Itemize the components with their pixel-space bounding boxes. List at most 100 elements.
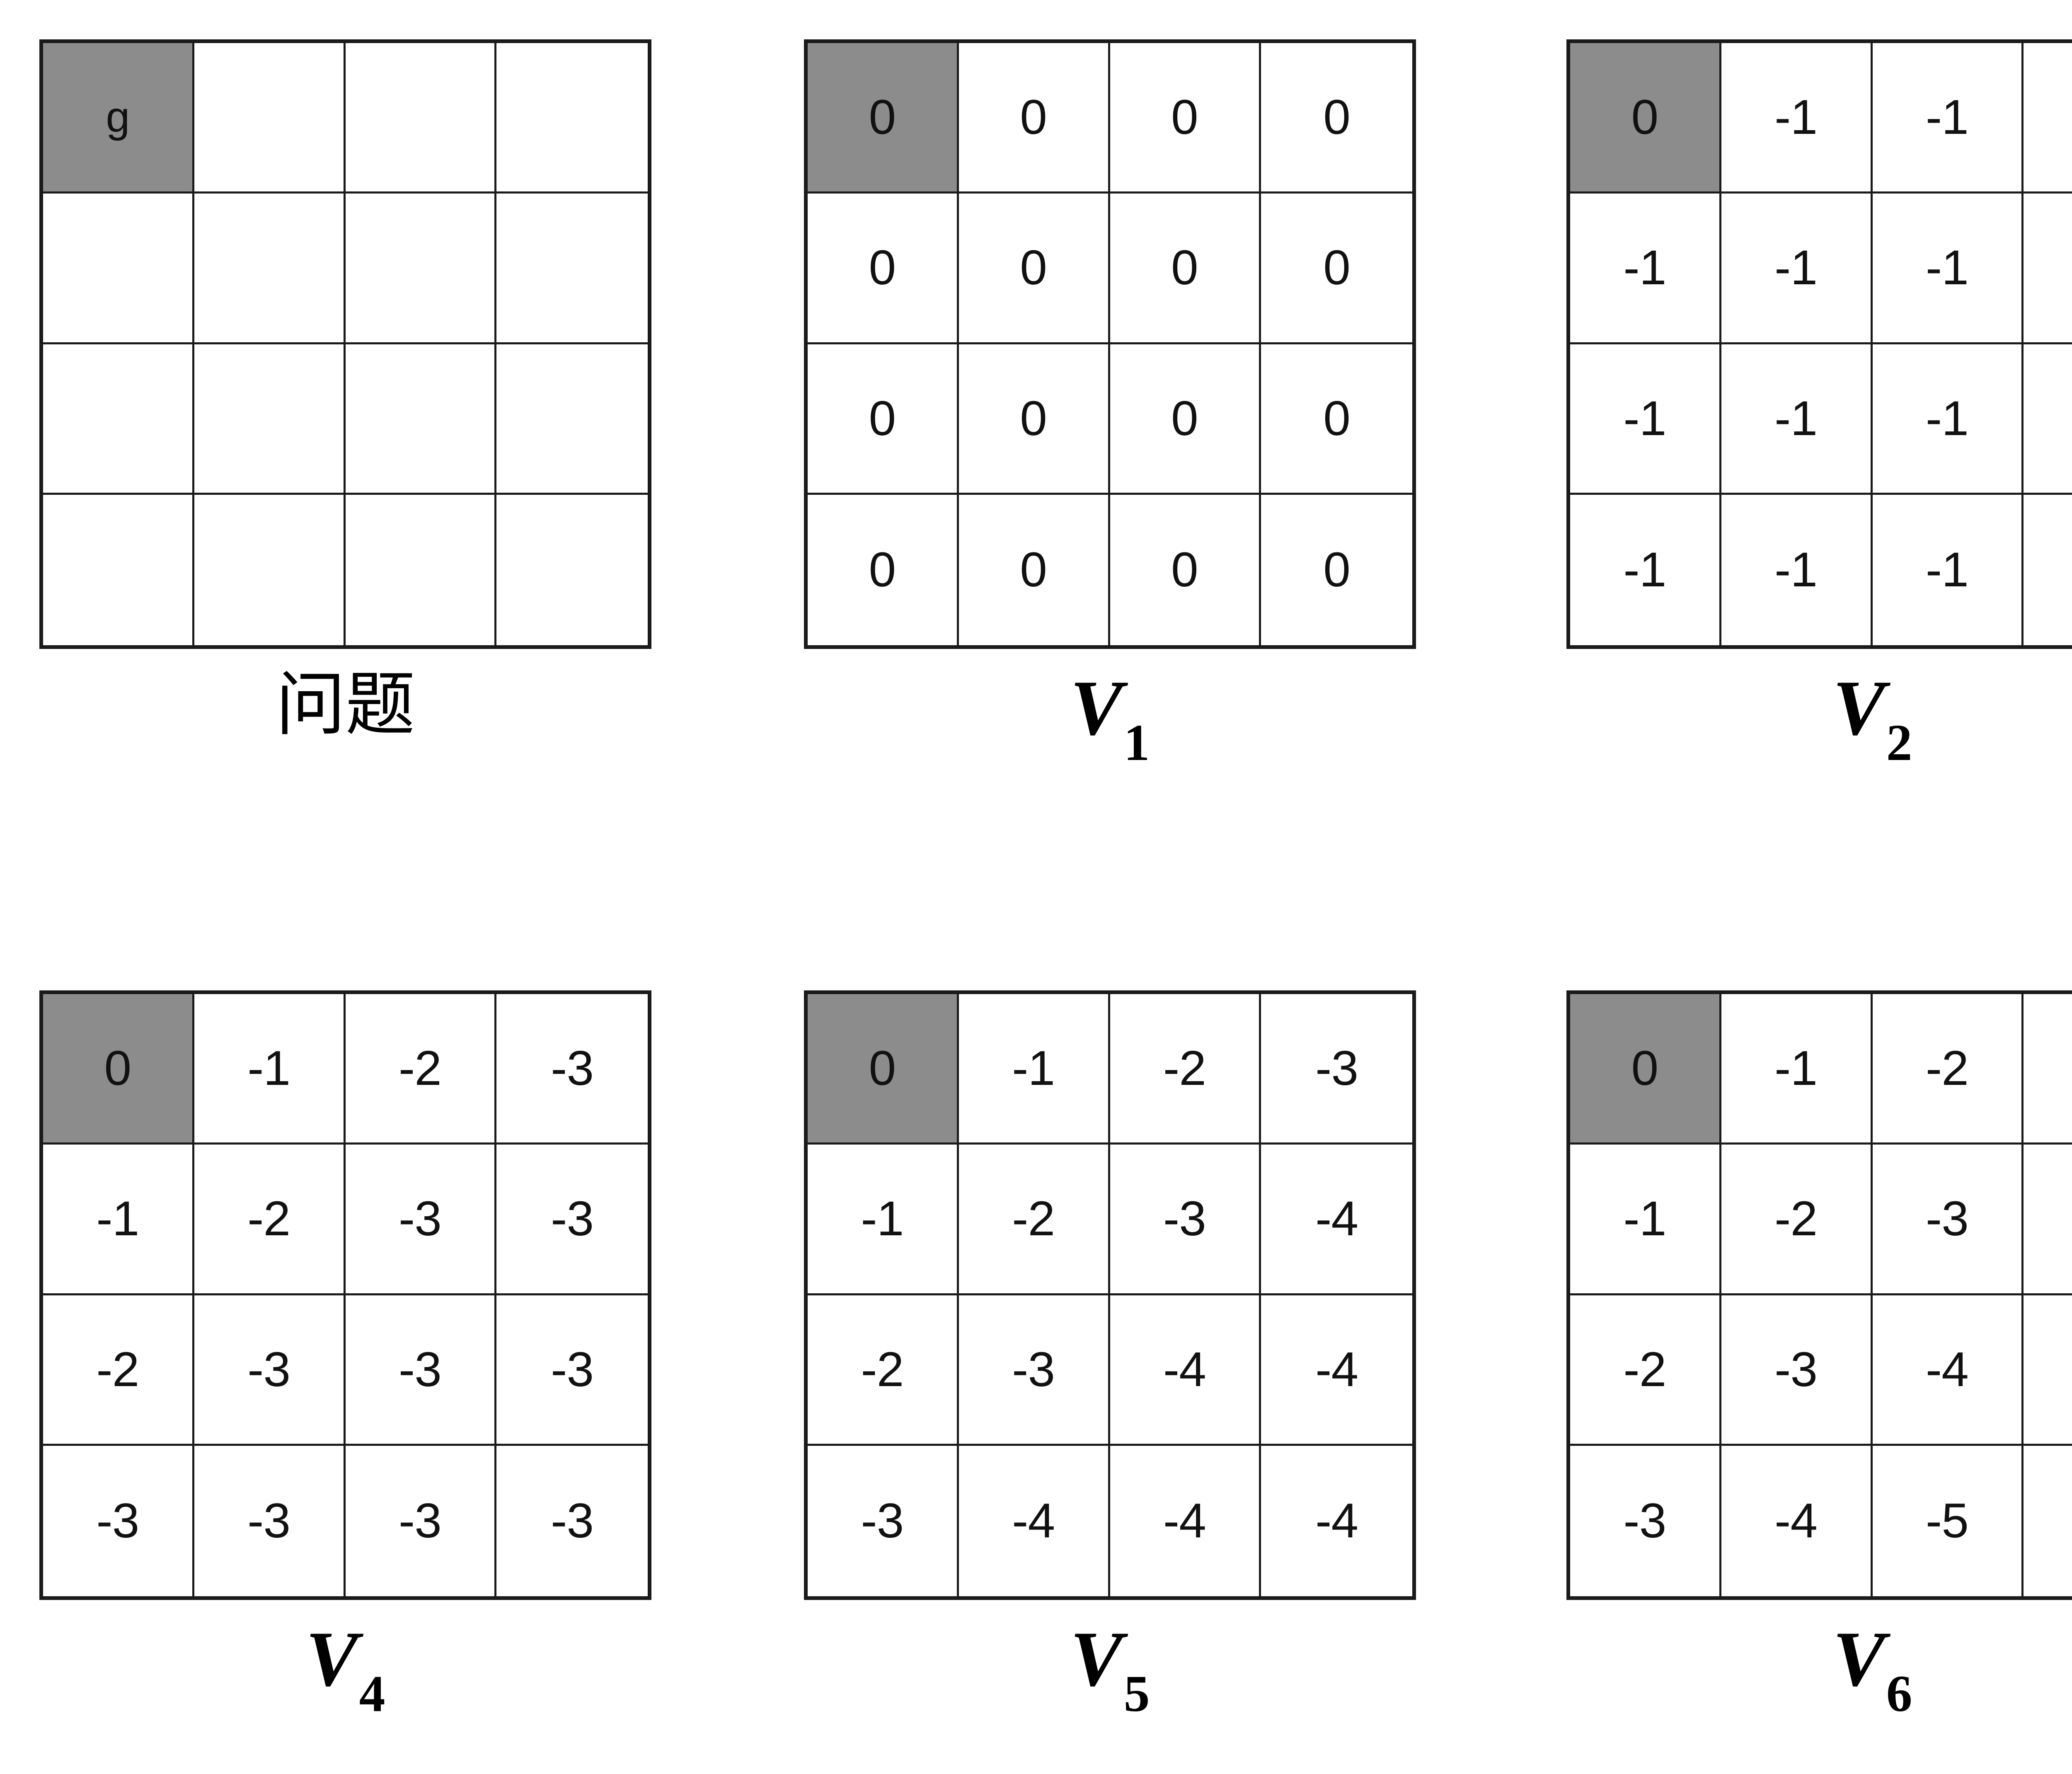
grid-cell: -4 [1261,1145,1412,1295]
grid-cell: -4 [1721,1445,1873,1596]
caption-symbol-base: V [1070,665,1123,752]
grid-cell: -2 [808,1295,959,1446]
grid-cell: 0 [1110,43,1261,194]
grid-cell: 0 [808,194,959,344]
grid-cell-goal: 0 [1570,43,1721,194]
grid-cell: -3 [1721,1295,1873,1446]
grid-cell: 0 [1261,194,1412,344]
grid-cell: -2 [1872,994,2024,1145]
grid-cell: -3 [496,1145,648,1295]
grid-cell: 0 [808,494,959,645]
grid-cell: -2 [43,1295,194,1446]
panel-caption-v4: V4 [39,1616,651,1721]
grid-cell [194,344,346,495]
panel-problem: g [39,39,651,649]
value-grid-v4: 0-1-2-3-1-2-3-3-2-3-3-3-3-3-3-3 [39,990,651,1600]
grid-cell [496,344,648,495]
caption-symbol-base: V [1832,665,1886,752]
caption-symbol-base: V [305,1616,358,1703]
grid-cell [43,494,194,645]
grid-cell: 0 [1261,43,1412,194]
grid-cell: -3 [1261,994,1412,1145]
caption-symbol-subscript: 5 [1123,1665,1150,1723]
grid-cell: -4 [2024,1145,2072,1295]
grid-cell: -1 [1721,994,1873,1145]
grid-cell: 0 [959,43,1110,194]
grid-cell-goal: 0 [1570,994,1721,1145]
grid-cell [43,344,194,495]
value-grid-v5: 0-1-2-3-1-2-3-4-2-3-4-4-3-4-4-4 [804,990,1416,1600]
grid-cell-goal: 0 [808,43,959,194]
grid-cell: -1 [194,994,346,1145]
grid-cell [496,194,648,344]
grid-cell: -4 [1261,1445,1412,1596]
grid-cell: -1 [1570,344,1721,495]
panel-caption-v5: V5 [804,1616,1416,1721]
grid-cell [496,494,648,645]
caption-symbol: V5 [1070,1616,1150,1721]
value-grid-v6: 0-1-2-3-1-2-3-4-2-3-4-5-3-4-5-5 [1566,990,2072,1600]
caption-symbol-base: V [1070,1616,1123,1703]
grid-cell: -1 [43,1145,194,1295]
grid-cell: -3 [1872,1145,2024,1295]
value-grid-v2: 0-1-1-1-1-1-1-1-1-1-1-1-1-1-1-1 [1566,39,2072,649]
panel-caption-v2: V2 [1566,665,2072,770]
grid-cell [194,194,346,344]
grid-cell-goal: 0 [808,994,959,1145]
panel-v4: 0-1-2-3-1-2-3-3-2-3-3-3-3-3-3-3 [39,990,651,1600]
grid-cell: -2 [194,1145,346,1295]
grid-cell: -2 [1110,994,1261,1145]
caption-symbol: V1 [1070,665,1150,770]
grid-cell: 0 [1261,494,1412,645]
grid-cell: -1 [1570,1145,1721,1295]
grid-cell: 0 [1110,194,1261,344]
grid-cell: 0 [959,344,1110,495]
grid-cell: -1 [1872,494,2024,645]
grid-cell [345,43,497,194]
panel-v2: 0-1-1-1-1-1-1-1-1-1-1-1-1-1-1-1 [1566,39,2072,649]
value-grid-problem: g [39,39,651,649]
grid-cell: -4 [1110,1445,1261,1596]
panel-v5: 0-1-2-3-1-2-3-4-2-3-4-4-3-4-4-4 [804,990,1416,1600]
grid-cell [43,194,194,344]
grid-cell: -1 [959,994,1110,1145]
grid-cell: -1 [1721,194,1873,344]
grid-cell: -3 [808,1445,959,1596]
grid-cell: -1 [1570,194,1721,344]
grid-cell: -5 [2024,1445,2072,1596]
grid-cell: -1 [1872,344,2024,495]
grid-cell: -1 [1721,43,1873,194]
grid-cell: -3 [345,1295,497,1446]
grid-cell: -1 [1872,43,2024,194]
grid-cell: -1 [1721,344,1873,495]
grid-cell: -5 [2024,1295,2072,1446]
grid-cell: -1 [2024,344,2072,495]
grid-cell: -1 [1570,494,1721,645]
grid-cell: -2 [1570,1295,1721,1446]
grid-cell: -3 [345,1445,497,1596]
grid-cell: -3 [959,1295,1110,1446]
grid-cell: -4 [1261,1295,1412,1446]
grid-cell: -4 [1872,1295,2024,1446]
grid-cell [345,194,497,344]
grid-cell: 0 [1261,344,1412,495]
caption-symbol-subscript: 6 [1886,1665,1912,1723]
grid-cell: -5 [1872,1445,2024,1596]
panel-caption-v1: V1 [804,665,1416,770]
grid-cell: -1 [2024,494,2072,645]
grid-cell: -3 [1570,1445,1721,1596]
grid-cell: -3 [194,1445,346,1596]
grid-cell [345,494,497,645]
grid-cell: -3 [496,1295,648,1446]
grid-cell: -4 [959,1445,1110,1596]
grid-cell: 0 [808,344,959,495]
grid-cell: -3 [1110,1145,1261,1295]
grid-cell: -3 [2024,994,2072,1145]
panel-caption-v6: V6 [1566,1618,2072,1721]
caption-symbol: V6 [1833,1618,1912,1721]
grid-cell: -4 [1110,1295,1261,1446]
grid-cell: 0 [959,194,1110,344]
grid-cell: 0 [1110,344,1261,495]
